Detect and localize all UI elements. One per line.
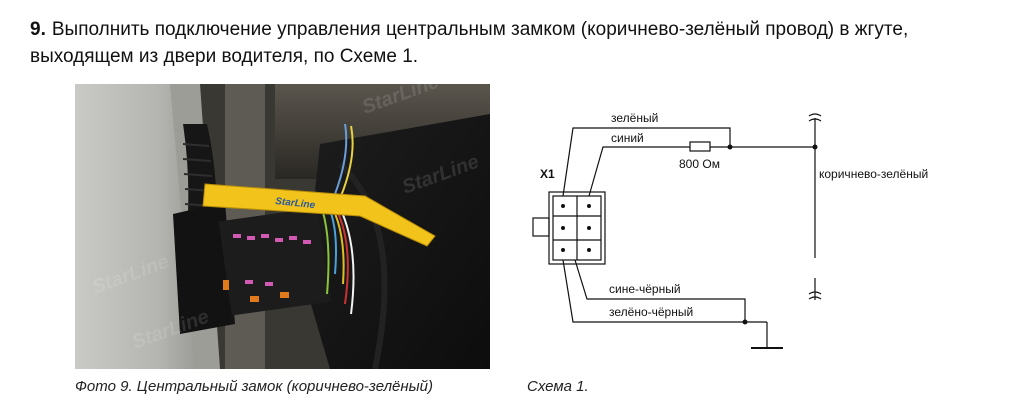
scheme-caption: Схема 1. bbox=[527, 378, 589, 395]
wire-green bbox=[562, 127, 731, 197]
label-green-black: зелёно-чёрный bbox=[609, 305, 693, 319]
tool-logo: StarLine bbox=[275, 196, 316, 211]
resistor-label: 800 Ом bbox=[679, 157, 720, 171]
connector-latch bbox=[532, 217, 550, 237]
photo-central-lock: StarLine StarLine StarLine StarLine Star… bbox=[75, 84, 490, 369]
wire-green-black bbox=[562, 259, 767, 323]
label-blue-black: сине-чёрный bbox=[609, 282, 681, 296]
photo-illustration: StarLine StarLine StarLine StarLine Star… bbox=[75, 84, 490, 369]
step-paragraph: 9.Выполнить подключение управления центр… bbox=[30, 16, 990, 70]
resistor bbox=[689, 141, 711, 152]
label-brown-green: коричнево-зелёный bbox=[819, 167, 928, 181]
label-blue: синий bbox=[611, 131, 644, 145]
photo-caption: Фото 9. Центральный замок (коричнево-зел… bbox=[75, 378, 434, 395]
label-green: зелёный bbox=[611, 111, 658, 125]
wiring-diagram: X1 зелёный синий 800 Ом коричнево-зелёны… bbox=[532, 111, 928, 349]
step-text: Выполнить подключение управления централ… bbox=[30, 19, 909, 67]
wire-blue bbox=[588, 146, 690, 197]
connector-label: X1 bbox=[540, 167, 555, 181]
step-number: 9. bbox=[30, 19, 46, 40]
wire-blue-black bbox=[574, 259, 746, 322]
